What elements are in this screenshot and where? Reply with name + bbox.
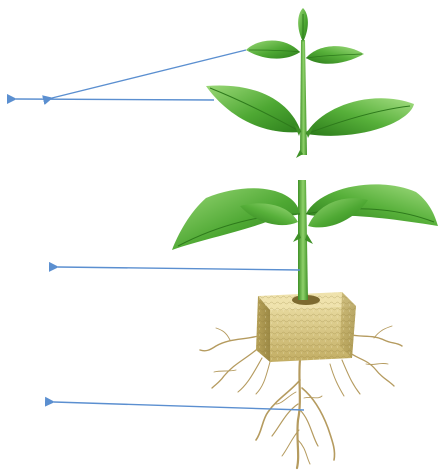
lower-seedling	[172, 180, 438, 468]
pointer-arrow-stem	[58, 267, 300, 270]
pointer-arrow-stem-top	[16, 99, 214, 100]
upper-leaf-top-left	[246, 41, 300, 59]
rockwool-cube	[256, 292, 356, 362]
pointer-arrow-root	[54, 402, 304, 410]
upper-stem	[300, 40, 307, 155]
upper-leaf-right	[306, 98, 414, 136]
upper-shoot	[206, 8, 414, 158]
